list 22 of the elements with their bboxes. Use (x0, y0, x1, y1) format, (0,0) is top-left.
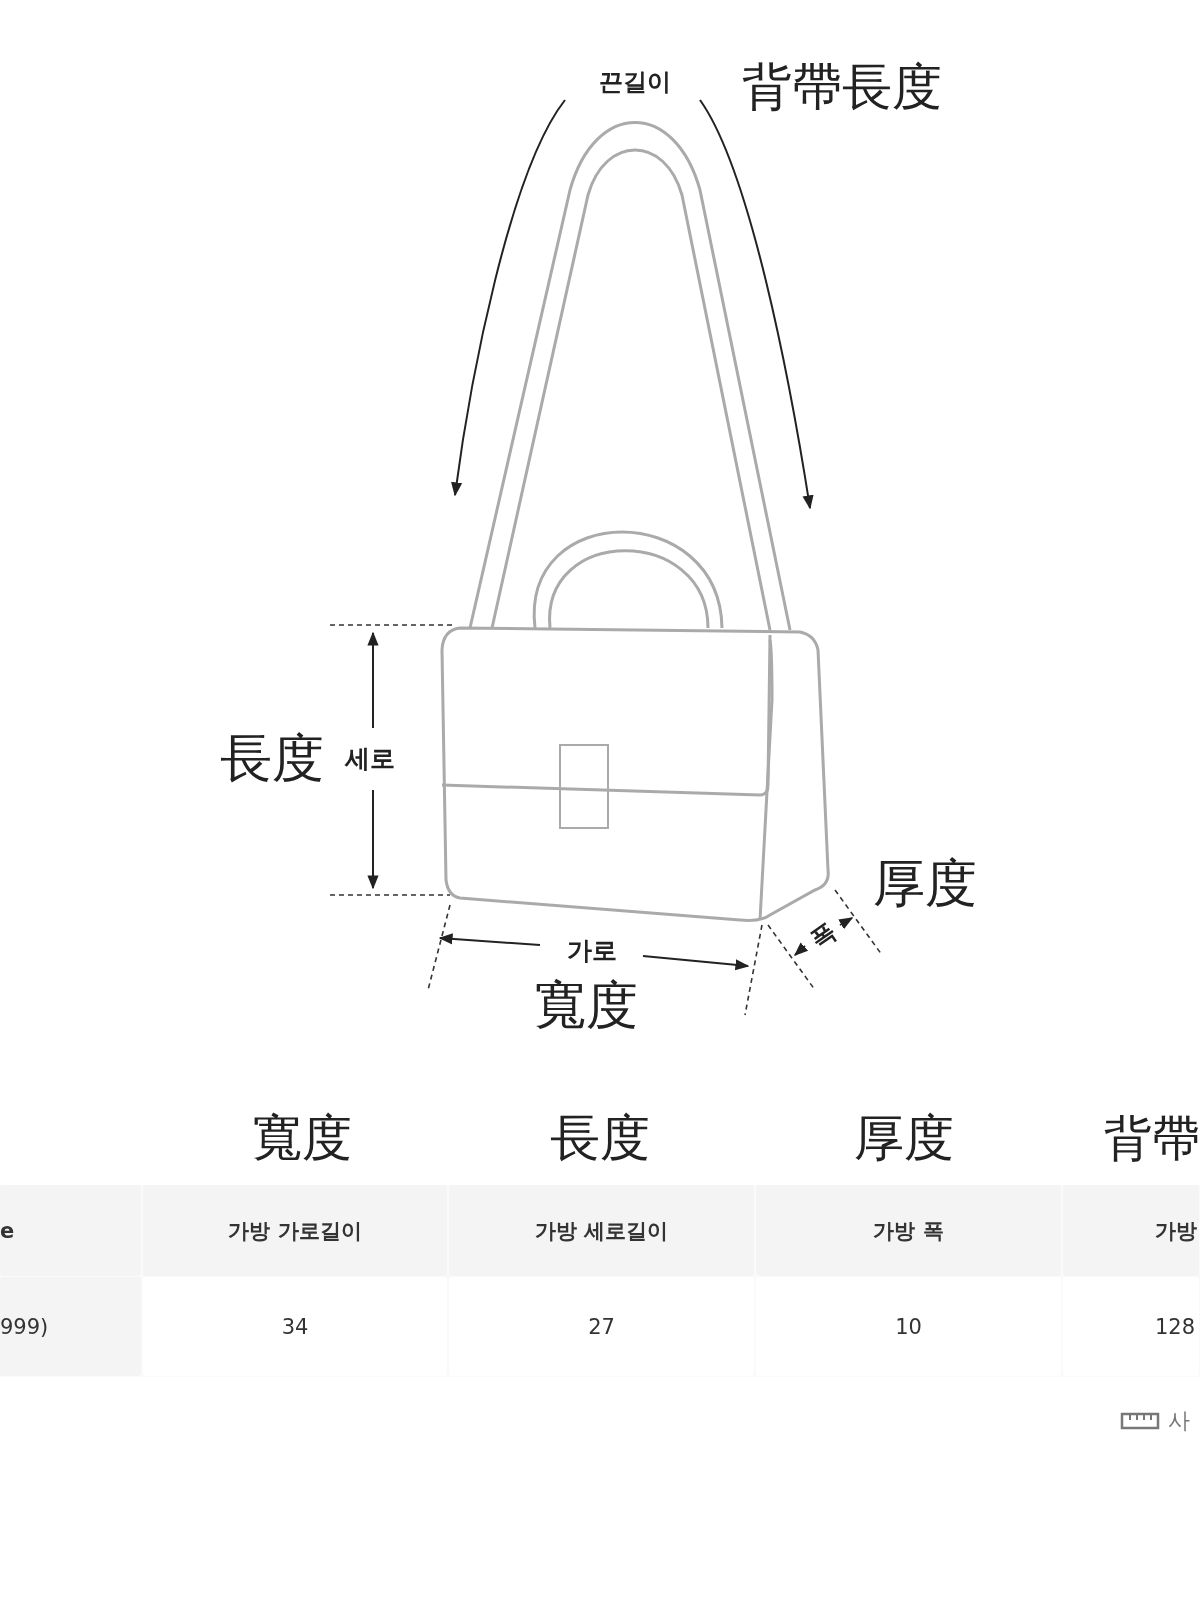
table-cell: 10 (756, 1277, 1061, 1376)
link-text: 사 (1168, 1410, 1190, 1432)
dimension-label: 厚度 (873, 857, 977, 909)
dimension-label: 背帶長度 (742, 62, 942, 112)
column-heading: 厚度 (854, 1113, 954, 1163)
table-cell: 27 (449, 1277, 754, 1376)
table-cell: 999) (0, 1277, 141, 1376)
header-cell: 가방 세로길이 (449, 1185, 754, 1276)
dimension-label: 가로 (567, 937, 617, 963)
dimension-label: 끈길이 (599, 70, 671, 94)
column-heading: 背帶 (1104, 1114, 1200, 1162)
header-cell: 가방 (1063, 1185, 1199, 1276)
dimension-label: 長度 (220, 732, 324, 784)
header-cell: 가방 폭 (756, 1185, 1061, 1276)
header-cell: 가방 가로길이 (143, 1185, 447, 1276)
header-cell: e (0, 1185, 141, 1276)
column-heading: 長度 (550, 1113, 650, 1163)
column-heading: 寬度 (252, 1113, 352, 1163)
table-cell: 34 (143, 1277, 447, 1376)
dimension-label: 寬度 (534, 979, 638, 1031)
table-cell: 128 (1063, 1277, 1199, 1376)
dimension-label: 세로 (345, 745, 395, 771)
